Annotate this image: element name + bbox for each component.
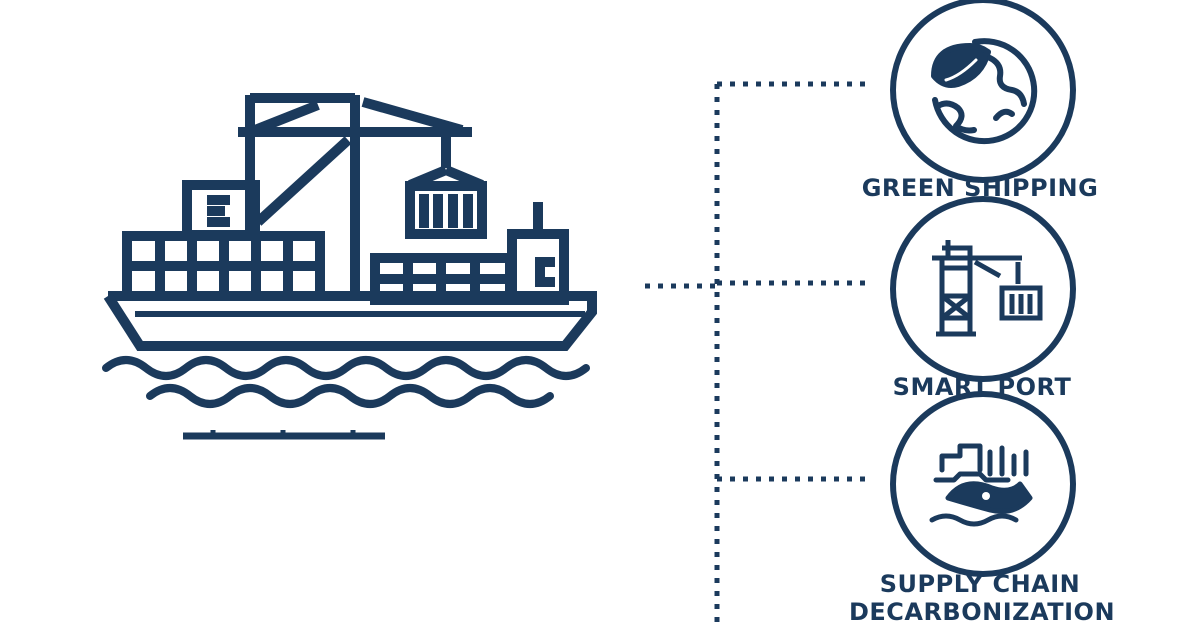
branch-label: SUPPLY CHAIN xyxy=(880,570,1081,598)
ship-crane xyxy=(238,93,487,300)
container-stack-left xyxy=(122,231,325,301)
dock-line xyxy=(183,430,385,440)
branch-icon-circle xyxy=(890,0,1076,183)
water-waves xyxy=(102,356,590,408)
branch-smart-port: SMART PORT xyxy=(890,196,1076,401)
factory-ship-icon xyxy=(929,443,1033,527)
container-ship-with-crane-icon xyxy=(103,93,597,351)
branch-green-shipping: GREEN SHIPPING xyxy=(862,0,1098,202)
ship-bridge xyxy=(182,180,260,240)
branch-supply-chain-decarbonization: SUPPLY CHAIN DECARBONIZATION xyxy=(849,391,1115,626)
branch-icon-circle xyxy=(890,196,1076,382)
branch-label: DECARBONIZATION xyxy=(849,598,1115,626)
dotted-connector-tree xyxy=(645,81,868,630)
globe-leaf-icon xyxy=(931,38,1038,145)
branch-icon-circle xyxy=(890,391,1076,577)
ship-stern-tower xyxy=(507,202,569,305)
port-crane-icon xyxy=(932,240,1043,337)
ship-hull xyxy=(103,291,597,351)
